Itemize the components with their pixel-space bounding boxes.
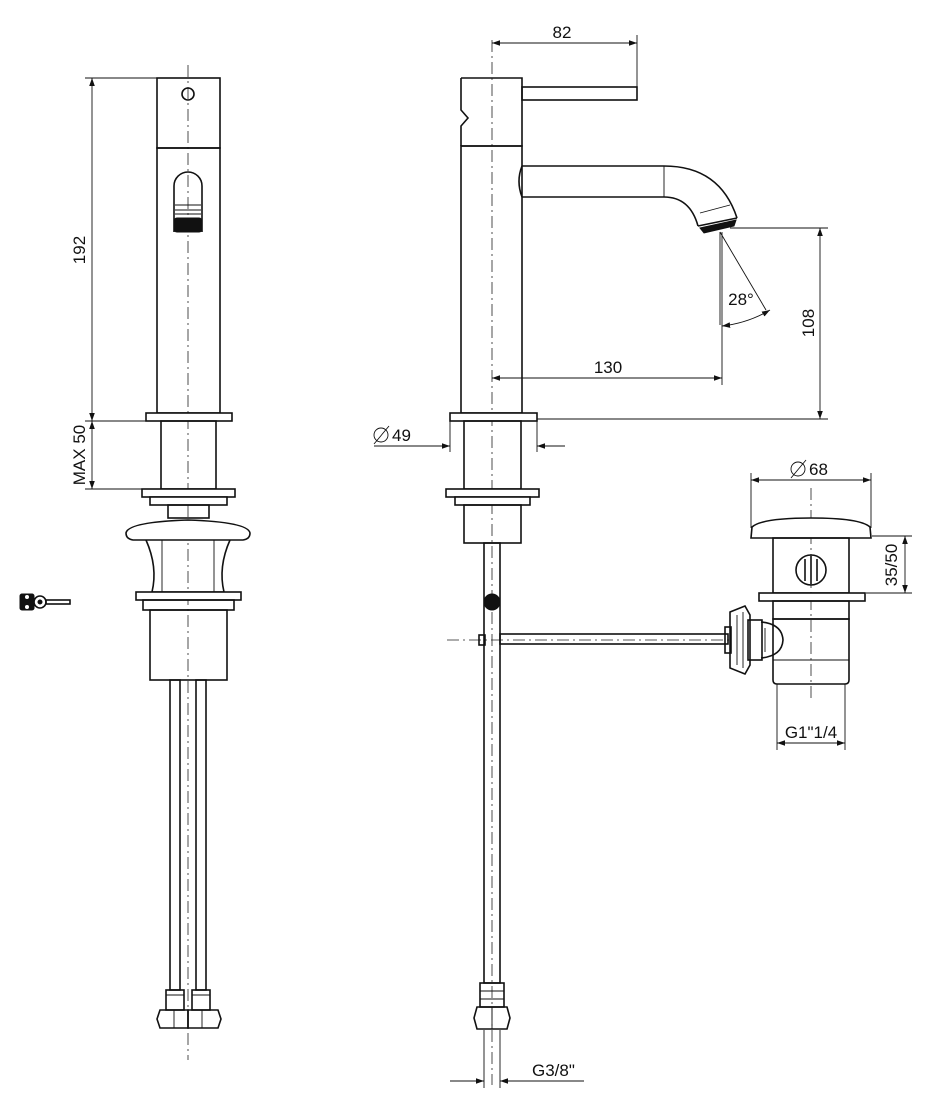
waste-height-label: 35/50 [882,544,901,587]
spout-height-label: 108 [799,309,818,337]
waste-view [724,488,872,700]
spout-reach-label: 130 [594,358,622,377]
waste-diameter-label: 68 [809,460,828,479]
dimension-spout-height: 108 [537,227,828,420]
dimension-deck-thickness: MAX 50 [70,421,142,490]
dimension-spray-angle: 28° [719,231,771,328]
waste-thread-label: G1"1/4 [785,723,837,742]
supply-thread-label: G3/8" [532,1061,575,1080]
dimension-lever-length: 82 [492,23,638,87]
diameter-icon [790,459,807,479]
deck-thickness-label: MAX 50 [70,425,89,485]
base-diameter-label: 49 [392,426,411,445]
dimension-waste-thread: G1"1/4 [776,684,846,750]
front-view [125,65,251,1060]
height-total-label: 192 [70,236,89,264]
dimension-base-diameter: 49 [373,421,565,452]
spray-angle-label: 28° [728,290,754,309]
side-view [445,40,738,1085]
dimension-waste-diameter: 68 [750,459,872,528]
dimension-waste-height: 35/50 [866,535,912,594]
key-icon [19,593,71,611]
diameter-icon [373,425,390,445]
dimension-height-total: 192 [70,77,161,422]
dimension-spout-reach: 130 [492,232,723,385]
lever-length-label: 82 [553,23,572,42]
dimension-supply-thread: G3/8" [450,1030,584,1088]
